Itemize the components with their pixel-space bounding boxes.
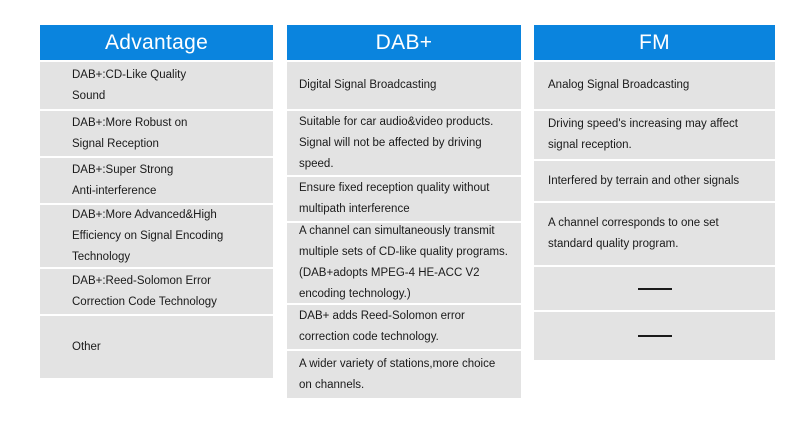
column-advantage: Advantage DAB+:CD-Like Quality Sound DAB… — [40, 25, 273, 380]
column-header-advantage: Advantage — [40, 25, 273, 60]
table-cell: DAB+ adds Reed-Solomon error correction … — [287, 305, 521, 349]
column-cells-dab-plus: Digital Signal Broadcasting Suitable for… — [287, 62, 521, 400]
table-cell: DAB+:Super Strong Anti-interference — [40, 158, 273, 203]
cell-line: multiple sets of CD-like quality program… — [299, 246, 508, 258]
column-header-fm: FM — [534, 25, 775, 60]
table-cell: Interfered by terrain and other signals — [534, 161, 775, 201]
cell-line: DAB+:Reed-Solomon Error — [72, 274, 212, 287]
cell-line: (DAB+adopts MPEG-4 HE-ACC V2 — [299, 267, 480, 279]
table-cell: Ensure fixed reception quality without m… — [287, 177, 521, 221]
cell-line: standard quality program. — [548, 238, 679, 250]
column-dab-plus: DAB+ Digital Signal Broadcasting Suitabl… — [287, 25, 521, 400]
comparison-table: Advantage DAB+:CD-Like Quality Sound DAB… — [40, 25, 775, 400]
cell-line: correction code technology. — [299, 331, 439, 343]
column-cells-advantage: DAB+:CD-Like Quality Sound DAB+:More Rob… — [40, 62, 273, 380]
table-cell — [534, 312, 775, 360]
cell-line: Digital Signal Broadcasting — [299, 79, 437, 91]
column-header-dab-plus: DAB+ — [287, 25, 521, 60]
cell-line: speed. — [299, 157, 334, 170]
cell-line: on channels. — [299, 378, 365, 391]
table-cell: A wider variety of stations,more choice … — [287, 351, 521, 398]
cell-line: Efficiency on Signal Encoding — [72, 229, 224, 242]
table-cell: DAB+:More Robust on Signal Reception — [40, 111, 273, 156]
cell-line: Sound — [72, 89, 106, 102]
cell-line: encoding technology.) — [299, 288, 411, 300]
cell-line: DAB+:Super Strong — [72, 163, 174, 176]
em-dash-icon — [637, 335, 672, 337]
cell-line: Technology — [72, 250, 131, 263]
table-cell — [534, 267, 775, 310]
column-fm: FM Analog Signal Broadcasting Driving sp… — [534, 25, 775, 362]
table-cell: A channel can simultaneously transmit mu… — [287, 223, 521, 303]
table-cell: DAB+:Reed-Solomon Error Correction Code … — [40, 269, 273, 314]
column-cells-fm: Analog Signal Broadcasting Driving speed… — [534, 62, 775, 362]
cell-line: A channel corresponds to one set — [548, 217, 719, 229]
cell-line: Signal Reception — [72, 137, 159, 150]
table-cell: A channel corresponds to one set standar… — [534, 203, 775, 265]
cell-line: Correction Code Technology — [72, 295, 217, 308]
cell-line: A channel can simultaneously transmit — [299, 225, 495, 237]
table-cell: Other — [40, 316, 273, 378]
cell-line: Anti-interference — [72, 184, 157, 197]
cell-line: Suitable for car audio&video products. — [299, 115, 494, 128]
cell-line: Driving speed's increasing may affect — [548, 118, 738, 130]
cell-line: multipath interference — [299, 203, 410, 215]
em-dash-icon — [637, 287, 672, 290]
cell-line: A wider variety of stations,more choice — [299, 357, 496, 370]
cell-line: Analog Signal Broadcasting — [548, 79, 690, 91]
cell-line: DAB+:CD-Like Quality — [72, 68, 187, 81]
table-cell: Digital Signal Broadcasting — [287, 62, 521, 109]
cell-line: DAB+:More Advanced&High — [72, 208, 217, 221]
table-cell: DAB+:CD-Like Quality Sound — [40, 62, 273, 109]
cell-line: DAB+:More Robust on — [72, 116, 188, 129]
table-cell: Suitable for car audio&video products. S… — [287, 111, 521, 175]
table-cell: Driving speed's increasing may affect si… — [534, 111, 775, 159]
cell-line: signal reception. — [548, 139, 632, 151]
cell-line: Signal will not be affected by driving — [299, 136, 482, 149]
cell-line: DAB+ adds Reed-Solomon error — [299, 310, 465, 322]
cell-line: Interfered by terrain and other signals — [548, 174, 740, 187]
cell-line: Other — [72, 340, 101, 353]
table-cell: DAB+:More Advanced&High Efficiency on Si… — [40, 205, 273, 267]
cell-line: Ensure fixed reception quality without — [299, 182, 490, 194]
table-cell: Analog Signal Broadcasting — [534, 62, 775, 109]
